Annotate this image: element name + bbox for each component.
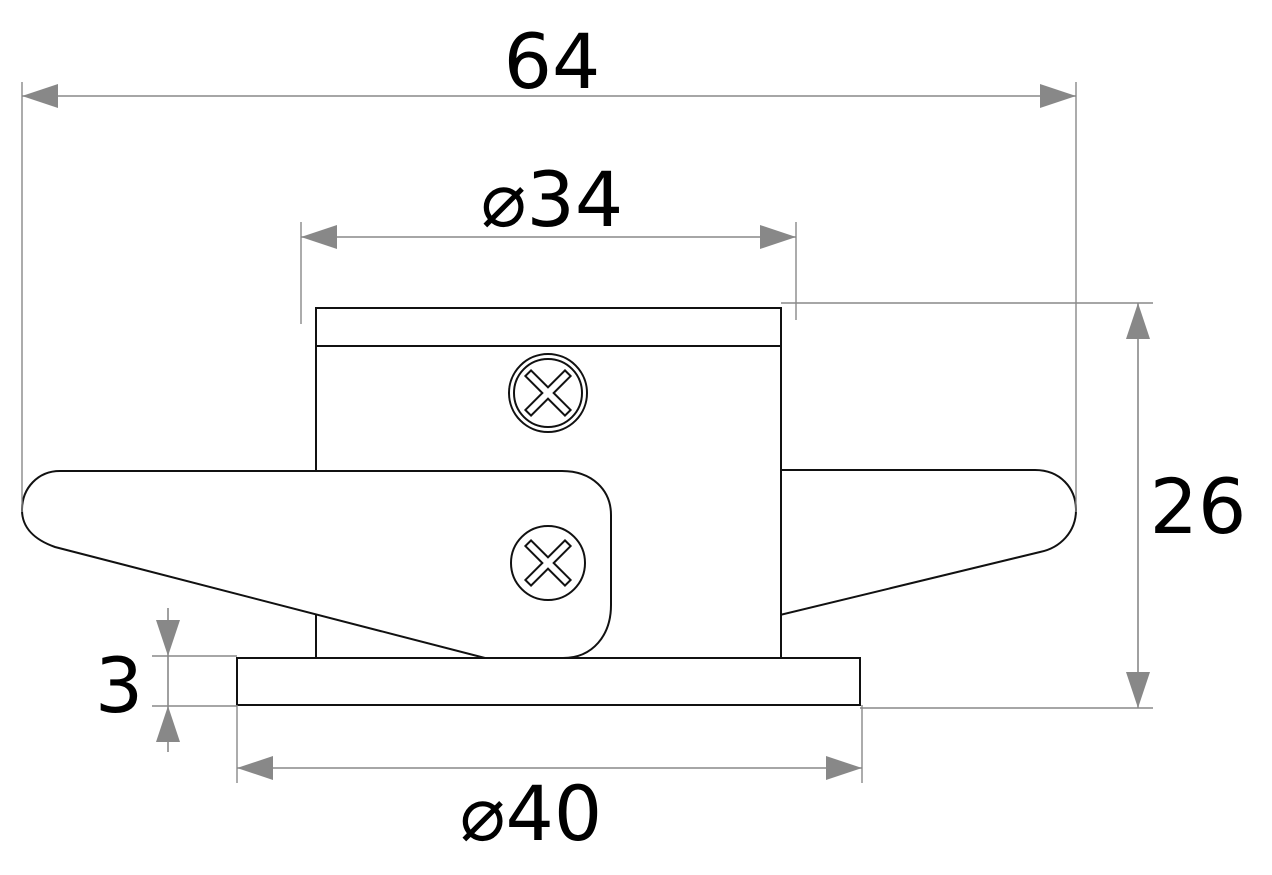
phillips-screw-icon: [508, 353, 588, 433]
cleat-part: [20, 307, 1078, 706]
base-diameter-value: 40: [506, 769, 603, 858]
base-diameter-label: ⌀40: [460, 769, 602, 858]
dimension-base-diameter: ⌀40: [236, 705, 863, 858]
dimension-height: 26: [781, 302, 1247, 709]
diameter-symbol: ⌀: [481, 155, 527, 244]
overall-width-label: 64: [504, 17, 601, 106]
left-horn: [20, 470, 612, 659]
right-horn: [779, 469, 1078, 617]
body-diameter-label: ⌀34: [481, 155, 623, 244]
dimension-overall-width: 64: [21, 17, 1077, 512]
dimension-base-thickness: 3: [95, 608, 237, 752]
diameter-symbol: ⌀: [460, 769, 506, 858]
phillips-screw-icon: [510, 525, 586, 601]
base-plate: [236, 657, 861, 706]
body-diameter-value: 34: [527, 155, 624, 244]
height-label: 26: [1150, 462, 1247, 551]
dimension-body-diameter: ⌀34: [300, 155, 797, 324]
base-thickness-label: 3: [95, 641, 143, 730]
